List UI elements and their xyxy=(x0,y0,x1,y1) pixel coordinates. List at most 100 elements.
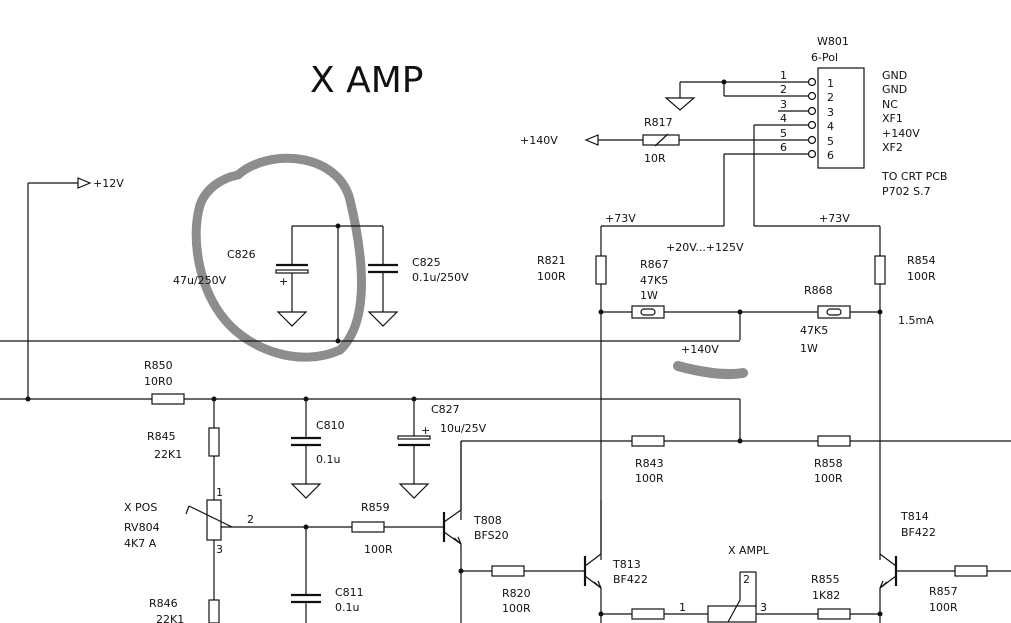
ground-icon xyxy=(398,483,430,499)
page-title: X AMP xyxy=(310,60,424,101)
part-val-r854: 100R xyxy=(907,270,936,283)
part-ref-r855: R855 xyxy=(811,573,840,586)
part-ref-r854: R854 xyxy=(907,254,936,267)
arrow-icon xyxy=(185,505,190,515)
connector-note-1: TO CRT PCB xyxy=(881,170,947,183)
part-val-r858: 100R xyxy=(814,472,843,485)
part-ref-r858: R858 xyxy=(814,457,843,470)
part-val-c827: 10u/25V xyxy=(440,422,487,435)
resistor-r857: R857 100R xyxy=(929,565,1011,614)
part-pwr-r868: 1W xyxy=(800,342,818,355)
capacitor-c811: C811 0.1u xyxy=(291,527,364,623)
part-val-r843: 100R xyxy=(635,472,664,485)
row-r843-r858: R843 100R R858 100R xyxy=(460,435,1011,520)
main-rail: R850 10R0 xyxy=(0,359,741,441)
part-val-r859: 100R xyxy=(364,543,393,556)
emitter-arrow-icon xyxy=(879,580,888,589)
part-ref-r867: R867 xyxy=(640,258,669,271)
connector-pin-inner-5: 5 xyxy=(827,135,834,148)
resistor-r817: R817 10R xyxy=(642,116,680,165)
ground-icon xyxy=(276,311,308,327)
part-val-r867: 47K5 xyxy=(640,274,668,287)
connector-ref: W801 xyxy=(817,35,849,48)
trimmer-x-ampl: X AMPL 1 2 3 R855 1K82 xyxy=(598,544,883,623)
part-ref-r850: R850 xyxy=(144,359,173,372)
resistor-r845: R845 22K1 xyxy=(147,399,220,500)
capacitor-group-c826-c825: + C826 47u/250V C825 0.1u/250V xyxy=(0,223,740,344)
part-ref-r817: R817 xyxy=(644,116,673,129)
part-ref-t814: T814 xyxy=(900,510,929,523)
rail-label-73v-left: +73V xyxy=(605,212,636,225)
rail-label-73v-right: +73V xyxy=(819,212,850,225)
part-label-x-ampl: X AMPL xyxy=(728,544,770,557)
emitter-arrow-icon xyxy=(453,536,462,545)
part-val-rv804: 4K7 A xyxy=(124,537,157,550)
arrow-right-icon xyxy=(77,177,92,189)
pin-label-rv804-1: 1 xyxy=(216,486,223,499)
connector-pin-outer-2: 2 xyxy=(780,83,787,96)
pin-label-x-ampl-3: 3 xyxy=(760,601,767,614)
part-ref-t813: T813 xyxy=(612,558,641,571)
plus-icon: + xyxy=(421,424,430,437)
part-ref-c811: C811 xyxy=(335,586,364,599)
rail-73v: +73V +73V xyxy=(600,212,881,560)
row-r867-r868: R867 47K5 1W R868 47K5 1W 1.5mA +140V xyxy=(598,258,934,356)
connector-pin-inner-4: 4 xyxy=(827,120,834,133)
ground-icon xyxy=(367,311,399,327)
part-val-t808: BFS20 xyxy=(474,529,509,542)
connector-pin-name-4: XF1 xyxy=(882,112,903,125)
part-label-rv804: X POS xyxy=(124,501,157,514)
connector-type: 6-Pol xyxy=(811,51,838,64)
resistor-r820: R820 100R xyxy=(461,565,584,615)
part-ref-r868: R868 xyxy=(804,284,833,297)
connector-pin-name-2: GND xyxy=(882,83,907,96)
connector-pin-outer-3: 3 xyxy=(780,98,787,111)
part-val-t813: BF422 xyxy=(613,573,648,586)
part-ref-rv804: RV804 xyxy=(124,521,160,534)
connector-pin-inner-1: 1 xyxy=(827,77,834,90)
capacitor-c810: C810 0.1u xyxy=(290,399,345,499)
part-ref-r859: R859 xyxy=(361,501,390,514)
transistor-t813: T813 BF422 xyxy=(583,500,648,623)
potentiometer-rv804: X POS RV804 4K7 A 1 2 3 xyxy=(124,486,352,623)
connector-pin-outer-6: 6 xyxy=(780,141,787,154)
rail-label-range: +20V...+125V xyxy=(666,241,744,254)
connector-pin-name-1: GND xyxy=(882,69,907,82)
rail-label-12v: +12V xyxy=(93,177,124,190)
pin-label-rv804-2: 2 xyxy=(247,513,254,526)
resistor-r859: R859 100R xyxy=(351,501,443,556)
part-ref-t808: T808 xyxy=(473,514,502,527)
part-ref-r843: R843 xyxy=(635,457,664,470)
transistor-t808: T808 BFS20 xyxy=(442,441,509,623)
connector-pin-name-5: +140V xyxy=(882,127,920,140)
connector-pin-outer-4: 4 xyxy=(780,112,787,125)
part-val-r817: 10R xyxy=(644,152,666,165)
plus-icon: + xyxy=(279,275,288,288)
connector-pin-outer-5: 5 xyxy=(780,127,787,140)
resistor-r854: R854 100R xyxy=(874,254,936,285)
highlight-circle xyxy=(191,153,366,362)
pin-label-x-ampl-2: 2 xyxy=(743,573,750,586)
part-val-r868: 47K5 xyxy=(800,324,828,337)
part-ref-c825: C825 xyxy=(412,256,441,269)
part-val-r845: 22K1 xyxy=(154,448,182,461)
part-ref-r845: R845 xyxy=(147,430,176,443)
rail-12v: +12V xyxy=(27,177,124,399)
ground-icon xyxy=(664,97,696,111)
part-val-t814: BF422 xyxy=(901,526,936,539)
part-ref-r820: R820 xyxy=(502,587,531,600)
connector-pin-name-6: XF2 xyxy=(882,141,903,154)
part-val-c811: 0.1u xyxy=(335,601,359,614)
connector-w801: W801 6-Pol 1 2 3 4 5 6 1 2 3 4 5 6 GND G… xyxy=(780,35,947,198)
highlight-stroke xyxy=(673,361,748,380)
part-ref-c826: C826 xyxy=(227,248,256,261)
part-ref-c810: C810 xyxy=(316,419,345,432)
connector-note-2: P702 S.7 xyxy=(882,185,931,198)
part-val-r820: 100R xyxy=(502,602,531,615)
connector-pin-inner-3: 3 xyxy=(827,106,834,119)
rail-label-current: 1.5mA xyxy=(898,314,934,327)
pin-label-rv804-3: 3 xyxy=(216,543,223,556)
part-pwr-r867: 1W xyxy=(640,289,658,302)
connector-pin-outer-1: 1 xyxy=(780,69,787,82)
